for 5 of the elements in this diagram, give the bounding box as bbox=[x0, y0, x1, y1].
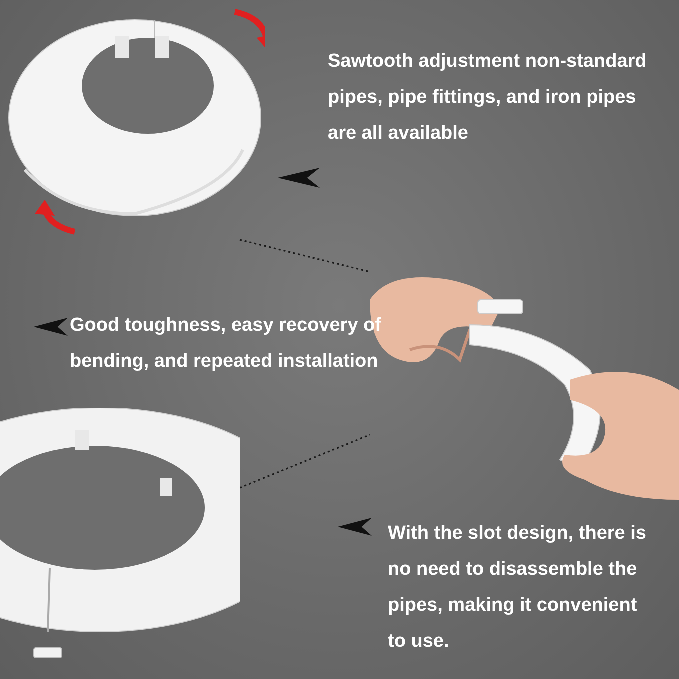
dotted-connector-line bbox=[240, 434, 370, 489]
feature-text: With the slot design, there is no need to disassemble the pipes, making it convenient to use. bbox=[388, 522, 648, 654]
dotted-connector-line bbox=[240, 239, 370, 273]
feature-text: Sawtooth adjustment non-standard pipes, pipe fittings, and iron pipes are all available bbox=[328, 50, 648, 146]
feature-text: Good toughness, easy recovery of bending, and repeated installation bbox=[70, 314, 382, 374]
